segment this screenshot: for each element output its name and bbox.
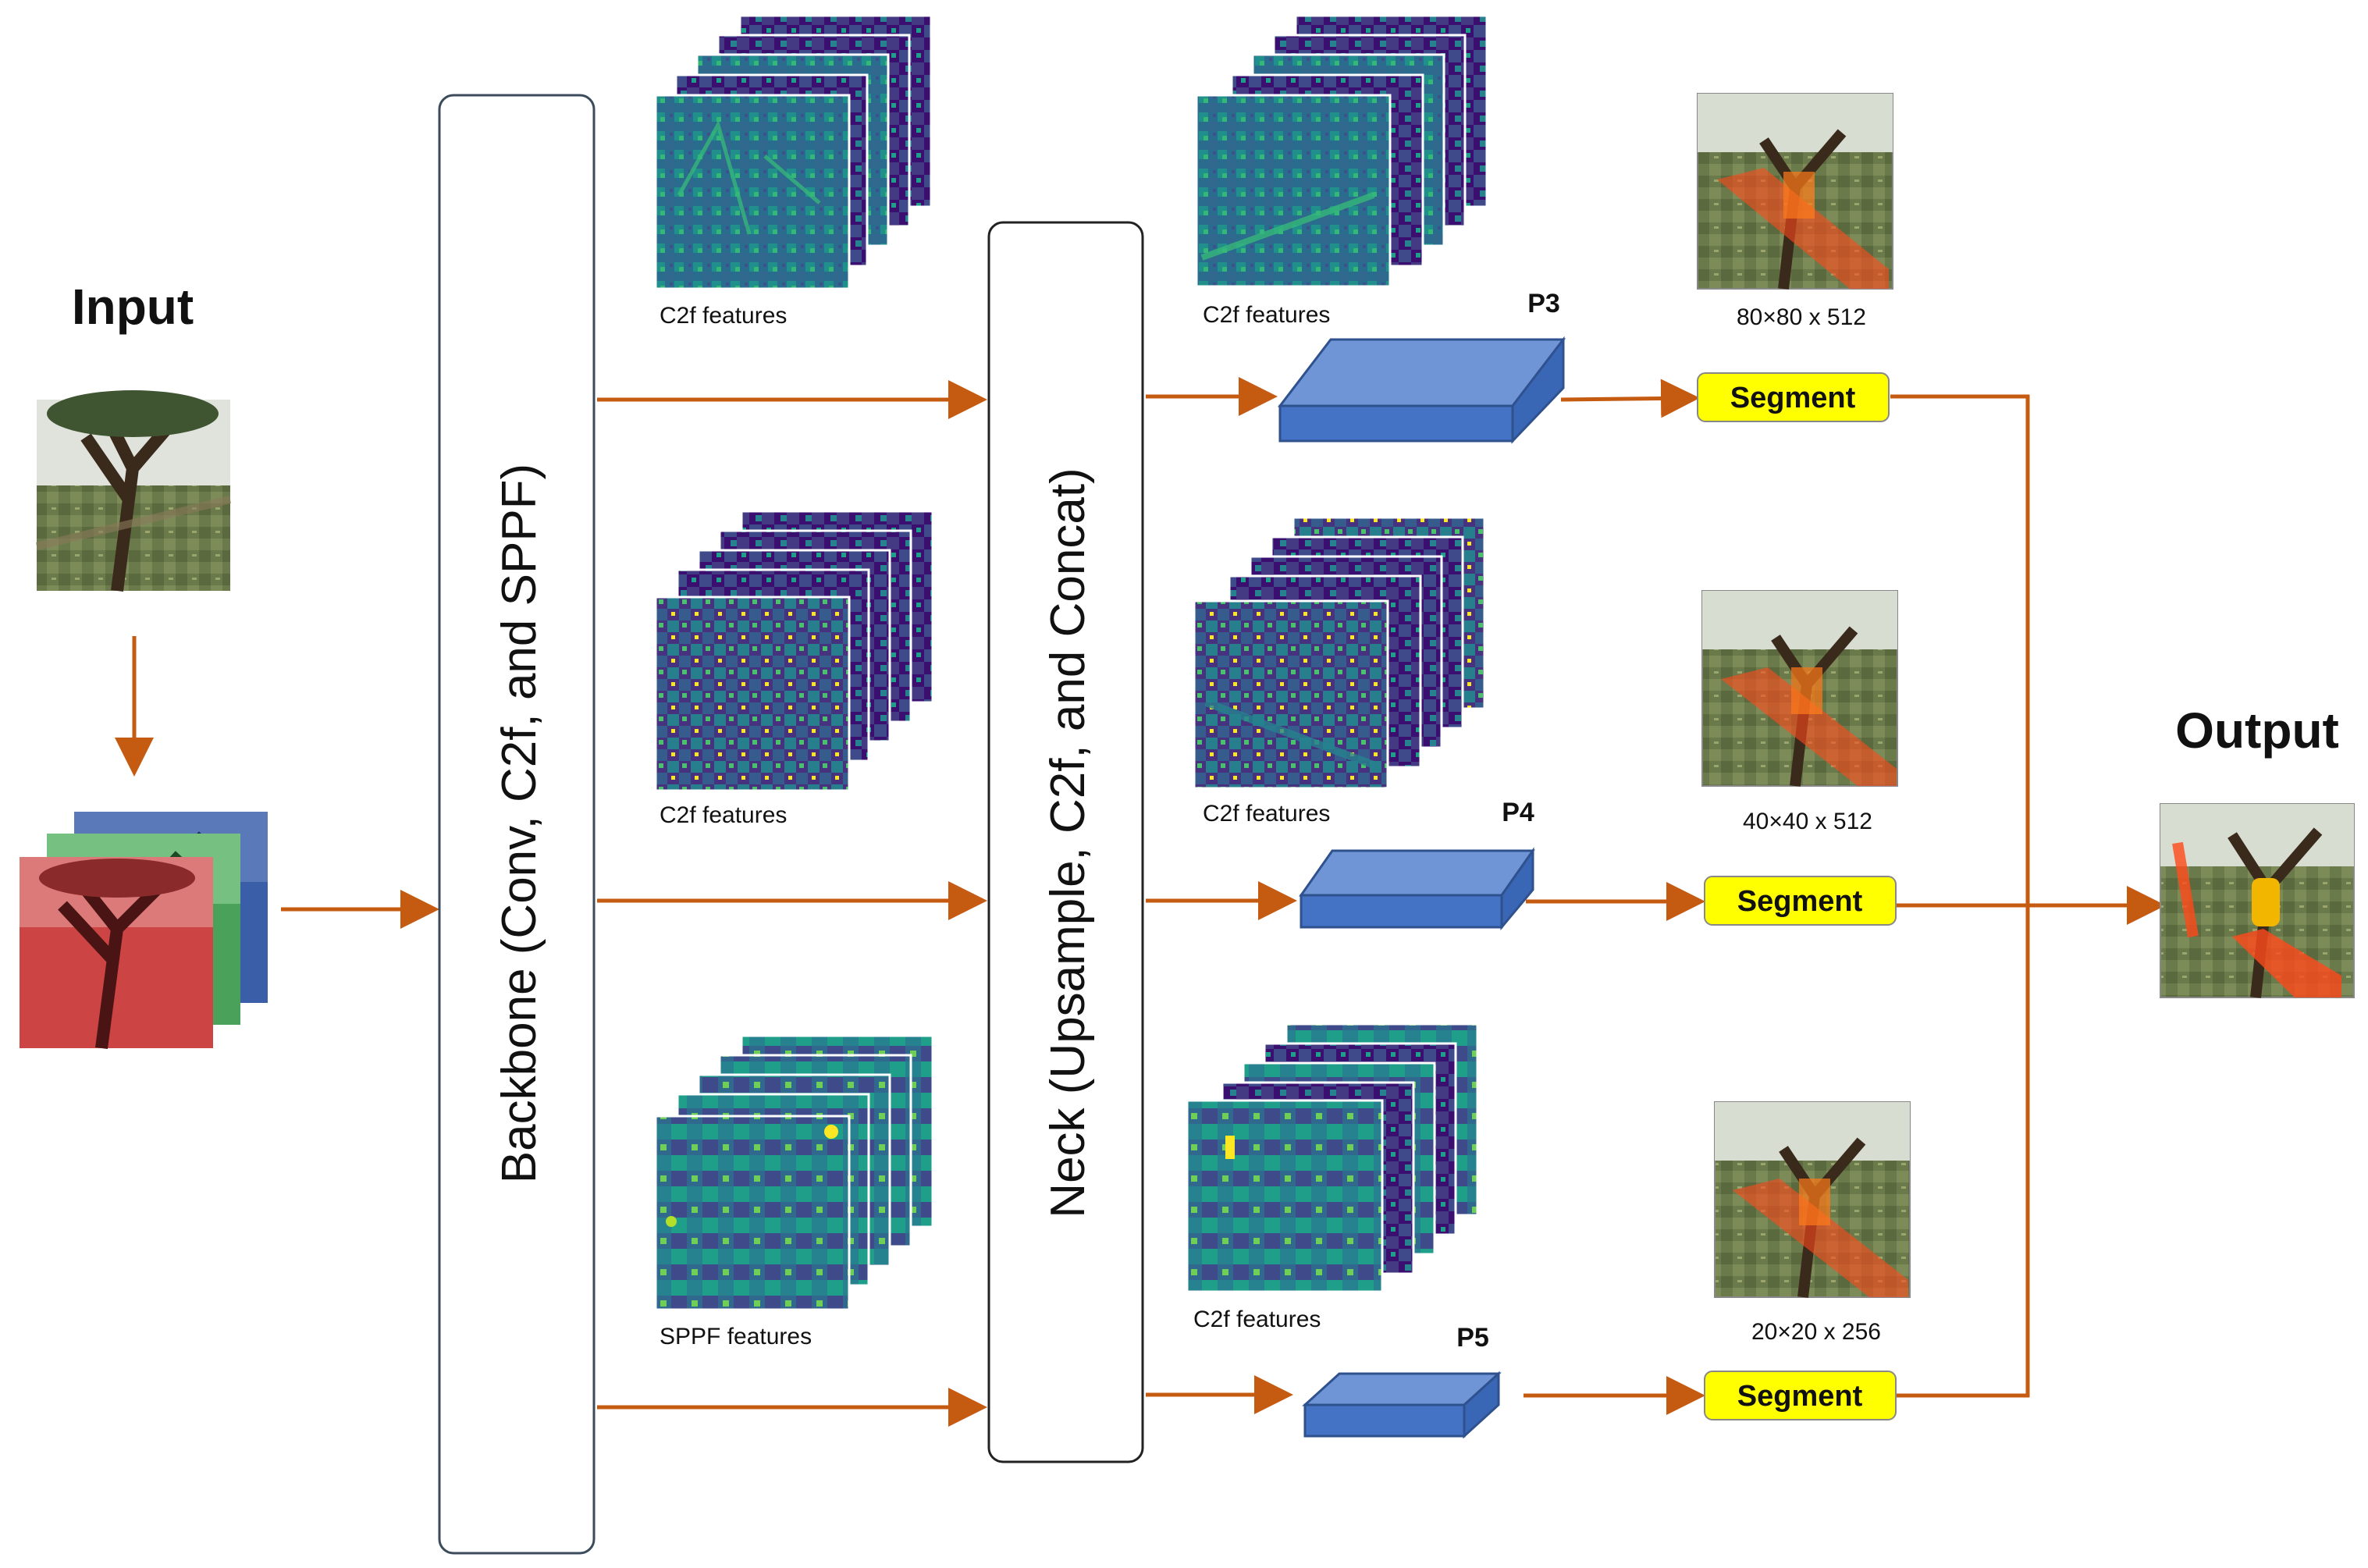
segment-result-image-3 <box>1714 1101 1911 1298</box>
segment-result-image-1 <box>1697 93 1893 290</box>
segment-label-3: Segment <box>1737 1380 1863 1413</box>
p4-size-label: 40×40 x 512 <box>1743 809 1872 834</box>
neck-block: Neck (Upsample, C2f, and Concat) <box>987 221 1144 1463</box>
neck-feature-stack-2 <box>1193 516 1486 790</box>
red-channel-image <box>20 857 213 1050</box>
p4-box <box>1299 847 1535 931</box>
segment-result-image-2 <box>1701 590 1898 787</box>
output-title: Output <box>2175 702 2339 759</box>
segment-label-1: Segment <box>1730 382 1856 414</box>
input-title: Input <box>72 279 194 335</box>
rgb-channel-stack <box>20 812 268 1050</box>
segment-label-2: Segment <box>1737 885 1863 918</box>
segment-box-3: Segment <box>1704 1371 1897 1420</box>
neck-feature-stack-3 <box>1186 1022 1479 1293</box>
p5-size-label: 20×20 x 256 <box>1751 1319 1881 1345</box>
backbone-feature-caption-1: C2f features <box>660 303 787 329</box>
p4-label: P4 <box>1502 798 1534 827</box>
p5-label: P5 <box>1456 1323 1489 1353</box>
output-image <box>2160 803 2355 998</box>
backbone-block: Backbone (Conv, C2f, and SPPF) <box>438 94 596 1555</box>
p3-label: P3 <box>1527 289 1560 318</box>
backbone-label: Backbone (Conv, C2f, and SPPF) <box>492 464 546 1183</box>
neck-feature-stack-1 <box>1195 14 1488 288</box>
neck-feature-caption-1: C2f features <box>1203 302 1330 328</box>
backbone-feature-caption-2: C2f features <box>660 802 787 828</box>
backbone-feature-stack-2 <box>654 510 934 792</box>
p5-box <box>1302 1371 1502 1439</box>
input-image <box>35 390 232 592</box>
p3-box <box>1277 336 1566 444</box>
backbone-feature-caption-3: SPPF features <box>660 1324 812 1349</box>
backbone-feature-stack-3 <box>654 1034 934 1311</box>
p3-size-label: 80×80 x 512 <box>1737 304 1866 330</box>
neck-feature-caption-3: C2f features <box>1193 1307 1321 1332</box>
segment-1-connector <box>1890 394 2030 905</box>
segment-box-1: Segment <box>1697 372 1890 422</box>
segment-3-connector <box>1897 905 2030 1398</box>
backbone-feature-stack-1 <box>654 14 933 290</box>
neck-feature-caption-2: C2f features <box>1203 801 1330 827</box>
p3-to-segment-arrow <box>1560 379 1700 418</box>
neck-label: Neck (Upsample, C2f, and Concat) <box>1041 468 1095 1218</box>
segment-box-2: Segment <box>1704 876 1897 926</box>
